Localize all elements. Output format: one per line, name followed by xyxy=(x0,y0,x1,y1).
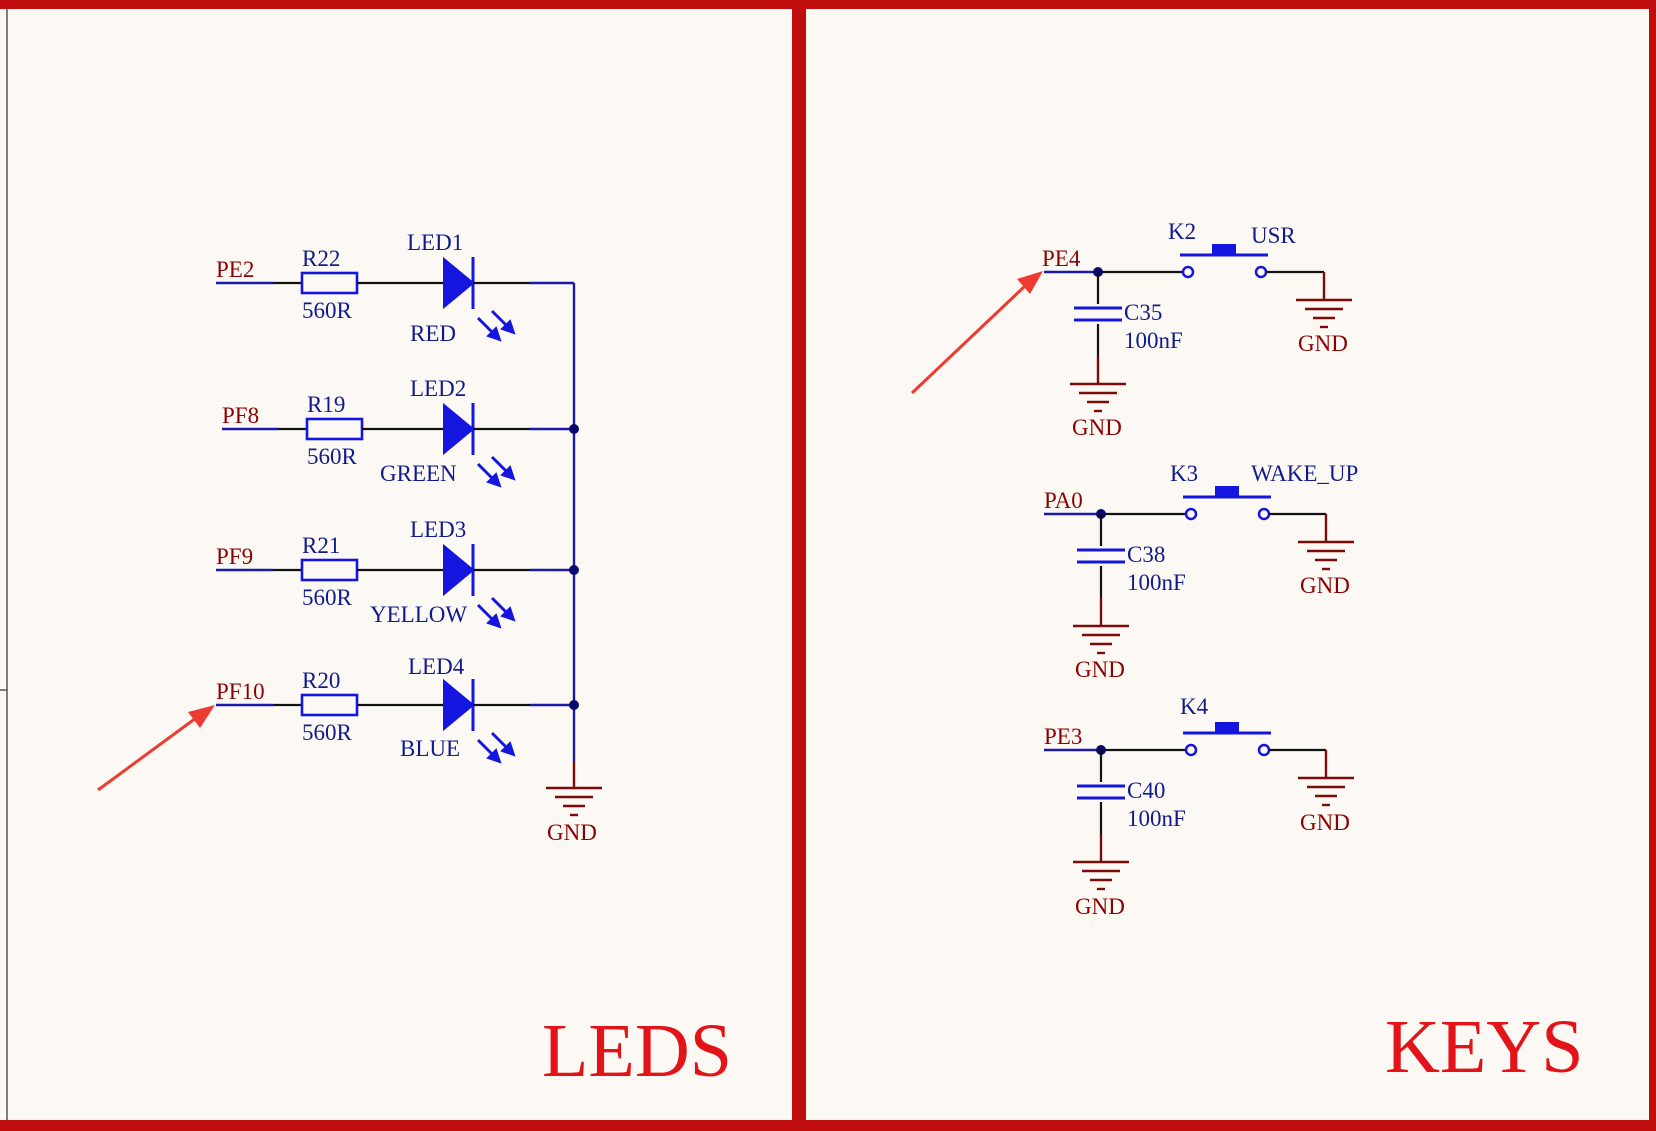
key-row-k3: PA0 K3 WAKE_UP C38 100nF GND GND xyxy=(1044,461,1358,682)
c35-designator: C35 xyxy=(1124,300,1162,325)
frame-bottom xyxy=(0,1120,1656,1131)
junction-dot xyxy=(569,424,579,434)
k2-gnd-label: GND xyxy=(1298,331,1348,356)
c40-designator: C40 xyxy=(1127,778,1165,803)
keys-panel: PE4 K2 USR C35 100nF GND GND xyxy=(910,219,1583,1089)
led3-net-label: PF9 xyxy=(216,544,253,569)
led3-designator: LED3 xyxy=(410,517,466,542)
gnd-symbol xyxy=(1296,298,1352,329)
key-row-k2: PE4 K2 USR C35 100nF GND GND xyxy=(1042,219,1352,440)
annotation-arrow-pf10 xyxy=(97,705,215,792)
led4-diode xyxy=(443,678,475,732)
keys-title: KEYS xyxy=(1385,1005,1583,1089)
led-row-3: PF9 R21 560R LED3 YELLOW xyxy=(216,517,574,629)
gnd-symbol xyxy=(1298,540,1354,571)
c40-gnd-label: GND xyxy=(1075,894,1125,919)
leds-title: LEDS xyxy=(542,1009,732,1093)
k3-label: WAKE_UP xyxy=(1251,461,1358,486)
c35-value: 100nF xyxy=(1124,328,1183,353)
gnd-symbol xyxy=(1070,382,1126,413)
r20-value: 560R xyxy=(302,720,353,745)
led-row-2: PF8 R19 560R LED2 GREEN xyxy=(222,376,574,488)
k2-label: USR xyxy=(1251,223,1296,248)
r19-designator: R19 xyxy=(307,392,345,417)
key-row-k4: PE3 K4 C40 100nF GND GND xyxy=(1044,694,1354,919)
led1-color: RED xyxy=(410,321,456,346)
c38-designator: C38 xyxy=(1127,542,1165,567)
led4-color: BLUE xyxy=(400,736,460,761)
c38-value: 100nF xyxy=(1127,570,1186,595)
k2-designator: K2 xyxy=(1168,219,1196,244)
led4-light-arrows xyxy=(476,731,516,764)
k4-designator: K4 xyxy=(1180,694,1209,719)
k4-gnd-label: GND xyxy=(1300,810,1350,835)
leds-gnd-label: GND xyxy=(547,820,597,845)
r21-designator: R21 xyxy=(302,533,340,558)
led2-net-label: PF8 xyxy=(222,403,259,428)
frame-right xyxy=(1649,0,1656,1131)
gnd-symbol xyxy=(1073,624,1129,655)
r21-value: 560R xyxy=(302,585,353,610)
led3-diode xyxy=(443,543,475,597)
led-row-1: PE2 R22 560R LED1 RED xyxy=(216,230,574,346)
k4-net-label: PE3 xyxy=(1044,724,1082,749)
led2-designator: LED2 xyxy=(410,376,466,401)
k3-gnd-label: GND xyxy=(1300,573,1350,598)
led1-diode xyxy=(443,256,475,310)
junction-dot xyxy=(569,700,579,710)
led3-light-arrows xyxy=(476,596,516,629)
k2-net-label: PE4 xyxy=(1042,246,1081,271)
k3-designator: K3 xyxy=(1170,461,1198,486)
c40-value: 100nF xyxy=(1127,806,1186,831)
r20-designator: R20 xyxy=(302,668,340,693)
gnd-symbol xyxy=(1073,860,1129,891)
r19-value: 560R xyxy=(307,444,358,469)
led2-diode xyxy=(443,402,475,456)
annotation-arrow-pe4 xyxy=(910,271,1043,395)
led1-designator: LED1 xyxy=(407,230,463,255)
led1-light-arrows xyxy=(476,309,516,342)
frame-divider xyxy=(792,0,806,1131)
led4-designator: LED4 xyxy=(408,654,465,679)
led3-color: YELLOW xyxy=(370,602,467,627)
led2-color: GREEN xyxy=(380,461,457,486)
c35-gnd-label: GND xyxy=(1072,415,1122,440)
frame-top xyxy=(0,0,1656,9)
led4-net-label: PF10 xyxy=(216,679,265,704)
junction-dot xyxy=(569,565,579,575)
gnd-symbol xyxy=(1298,776,1354,807)
k3-net-label: PA0 xyxy=(1044,488,1083,513)
gnd-symbol xyxy=(546,786,602,817)
c38-gnd-label: GND xyxy=(1075,657,1125,682)
led1-net-label: PE2 xyxy=(216,257,254,282)
leds-panel: PE2 R22 560R LED1 RED PF8 R19 560R xyxy=(97,230,732,1093)
r22-designator: R22 xyxy=(302,246,340,271)
led-row-4: PF10 R20 560R LED4 BLUE xyxy=(216,654,574,764)
led2-light-arrows xyxy=(476,455,516,488)
r22-value: 560R xyxy=(302,298,353,323)
